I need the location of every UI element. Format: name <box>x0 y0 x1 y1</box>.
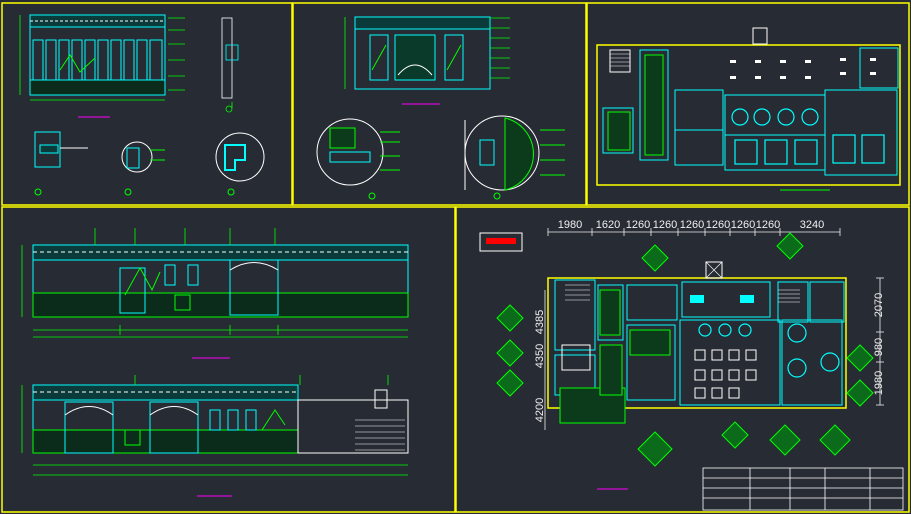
elevation-b <box>354 16 491 90</box>
dim-label-right: 1980 <box>873 371 885 395</box>
plan-table-small <box>561 344 591 371</box>
dim-label-left: 4350 <box>534 344 546 368</box>
elevation-c <box>32 244 409 318</box>
dim-label-top: 1260 <box>756 219 780 231</box>
plan-small-hatch <box>607 54 664 156</box>
plan-stair-treads <box>565 284 800 303</box>
plan-outline <box>547 277 847 409</box>
legend-swatch <box>486 238 516 244</box>
plan-elevator <box>705 261 723 279</box>
frame-detail-sheet-2 <box>292 2 587 206</box>
plan-markers <box>496 232 874 467</box>
plan-small-stair-2 <box>609 49 631 73</box>
dim-label-top: 1260 <box>653 219 677 231</box>
dim-label-top: 1260 <box>680 219 704 231</box>
plan-small-lights <box>730 58 876 79</box>
title-block <box>702 467 904 511</box>
elevation-a-panels <box>32 39 163 81</box>
panel-3-plan <box>596 27 901 191</box>
dim-label-top: 1260 <box>626 219 650 231</box>
section-b <box>221 17 239 113</box>
frame-plan-sheet-small <box>586 2 910 206</box>
detail-circle-g <box>464 115 565 200</box>
plan-right-dims: 2070 980 1980 <box>873 293 885 395</box>
plan-top-dim-line <box>544 228 884 430</box>
dim-label-top: 1980 <box>558 219 582 231</box>
detail-circle-d <box>121 141 165 196</box>
plan-rooms <box>554 279 845 424</box>
frame-detail-sheet-1 <box>1 2 293 206</box>
elevation-a <box>29 14 166 96</box>
elevation-d <box>32 384 409 454</box>
plan-hatch-areas <box>599 289 671 396</box>
dim-label-right: 980 <box>873 338 885 356</box>
plan-small-stair <box>752 27 768 45</box>
plan-small-stair-treads <box>610 53 630 67</box>
frame-elevation-sheet <box>1 206 456 513</box>
elevation-a-dims <box>19 15 185 101</box>
dim-label-top: 3240 <box>800 219 824 231</box>
panel-1-details <box>19 14 265 196</box>
dim-label-right: 2070 <box>873 293 885 317</box>
legend-box <box>479 232 523 252</box>
detail-circle-e <box>215 132 265 196</box>
dim-label-top: 1620 <box>596 219 620 231</box>
plan-small-outline <box>596 44 901 186</box>
dim-label-left: 4200 <box>534 398 546 422</box>
detail-circle-f <box>316 118 400 200</box>
dim-label-top: 1260 <box>731 219 755 231</box>
plan-small-tables <box>731 108 885 165</box>
plan-small-rooms <box>602 47 899 176</box>
plan-dining-square <box>694 349 757 399</box>
elevation-c-dims <box>21 228 408 338</box>
plan-dining-round <box>698 323 840 378</box>
elevation-d-dims <box>21 375 408 476</box>
elevation-b-leaders <box>344 17 510 89</box>
plan-counters <box>690 295 754 303</box>
panel-2-details <box>316 16 565 200</box>
panel-4-elevations <box>21 228 409 497</box>
plan-left-dims: 4385 4350 4200 <box>534 310 546 422</box>
detail-c <box>34 131 88 196</box>
dim-label-top: 1260 <box>706 219 730 231</box>
frame-plan-sheet-large <box>455 206 910 513</box>
dim-label-left: 4385 <box>534 310 546 334</box>
